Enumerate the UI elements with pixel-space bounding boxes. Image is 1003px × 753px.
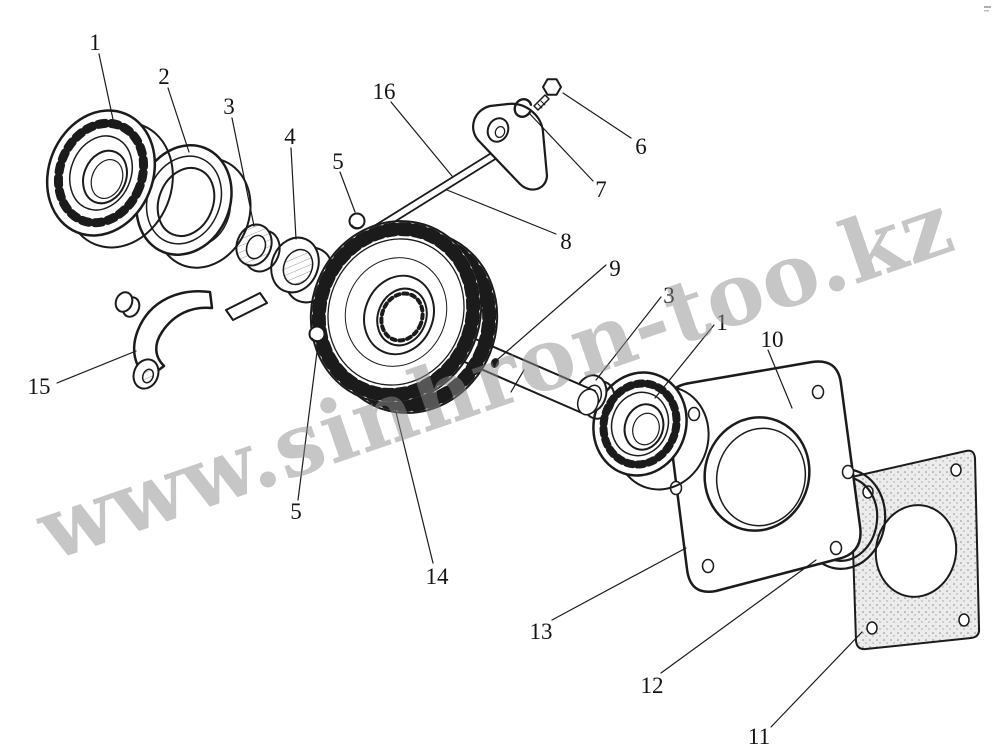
gear — [309, 220, 499, 414]
bearing-right — [592, 371, 710, 491]
callout-4: 4 — [284, 124, 296, 149]
callout-16: 16 — [373, 79, 396, 104]
callout-1-right: 1 — [716, 310, 728, 335]
lock-washer — [513, 98, 533, 118]
callout-9: 9 — [609, 256, 621, 281]
bearing-race — [135, 144, 252, 269]
callout-3-left: 3 — [223, 94, 235, 119]
callout-5-bottom: 5 — [290, 499, 302, 524]
washer-left — [235, 223, 281, 273]
callout-7: 7 — [595, 177, 607, 202]
callout-8: 8 — [560, 229, 572, 254]
bolt — [533, 78, 562, 111]
callouts: 1 2 3 4 5 16 6 7 8 9 3 1 10 15 5 14 13 1… — [28, 30, 784, 749]
shift-fork — [114, 290, 214, 390]
callout-5-top: 5 — [332, 149, 344, 174]
callout-6: 6 — [635, 134, 647, 159]
bearing-left — [45, 109, 174, 249]
key — [225, 292, 268, 321]
collar — [270, 236, 334, 304]
callout-1-left: 1 — [89, 30, 101, 55]
callout-13: 13 — [530, 619, 553, 644]
detent-ball-bottom — [308, 325, 326, 343]
bracket-plate — [472, 102, 549, 191]
callout-15: 15 — [28, 374, 51, 399]
detent-ball-top — [348, 212, 366, 230]
corner-mark — [984, 6, 991, 12]
callout-11: 11 — [748, 724, 770, 749]
callout-10: 10 — [761, 327, 784, 352]
callout-2: 2 — [158, 64, 170, 89]
leader-lines — [56, 53, 863, 728]
callout-14: 14 — [426, 564, 450, 589]
callout-3-right: 3 — [663, 283, 675, 308]
flange-housing — [665, 360, 862, 593]
callout-12: 12 — [641, 673, 664, 698]
